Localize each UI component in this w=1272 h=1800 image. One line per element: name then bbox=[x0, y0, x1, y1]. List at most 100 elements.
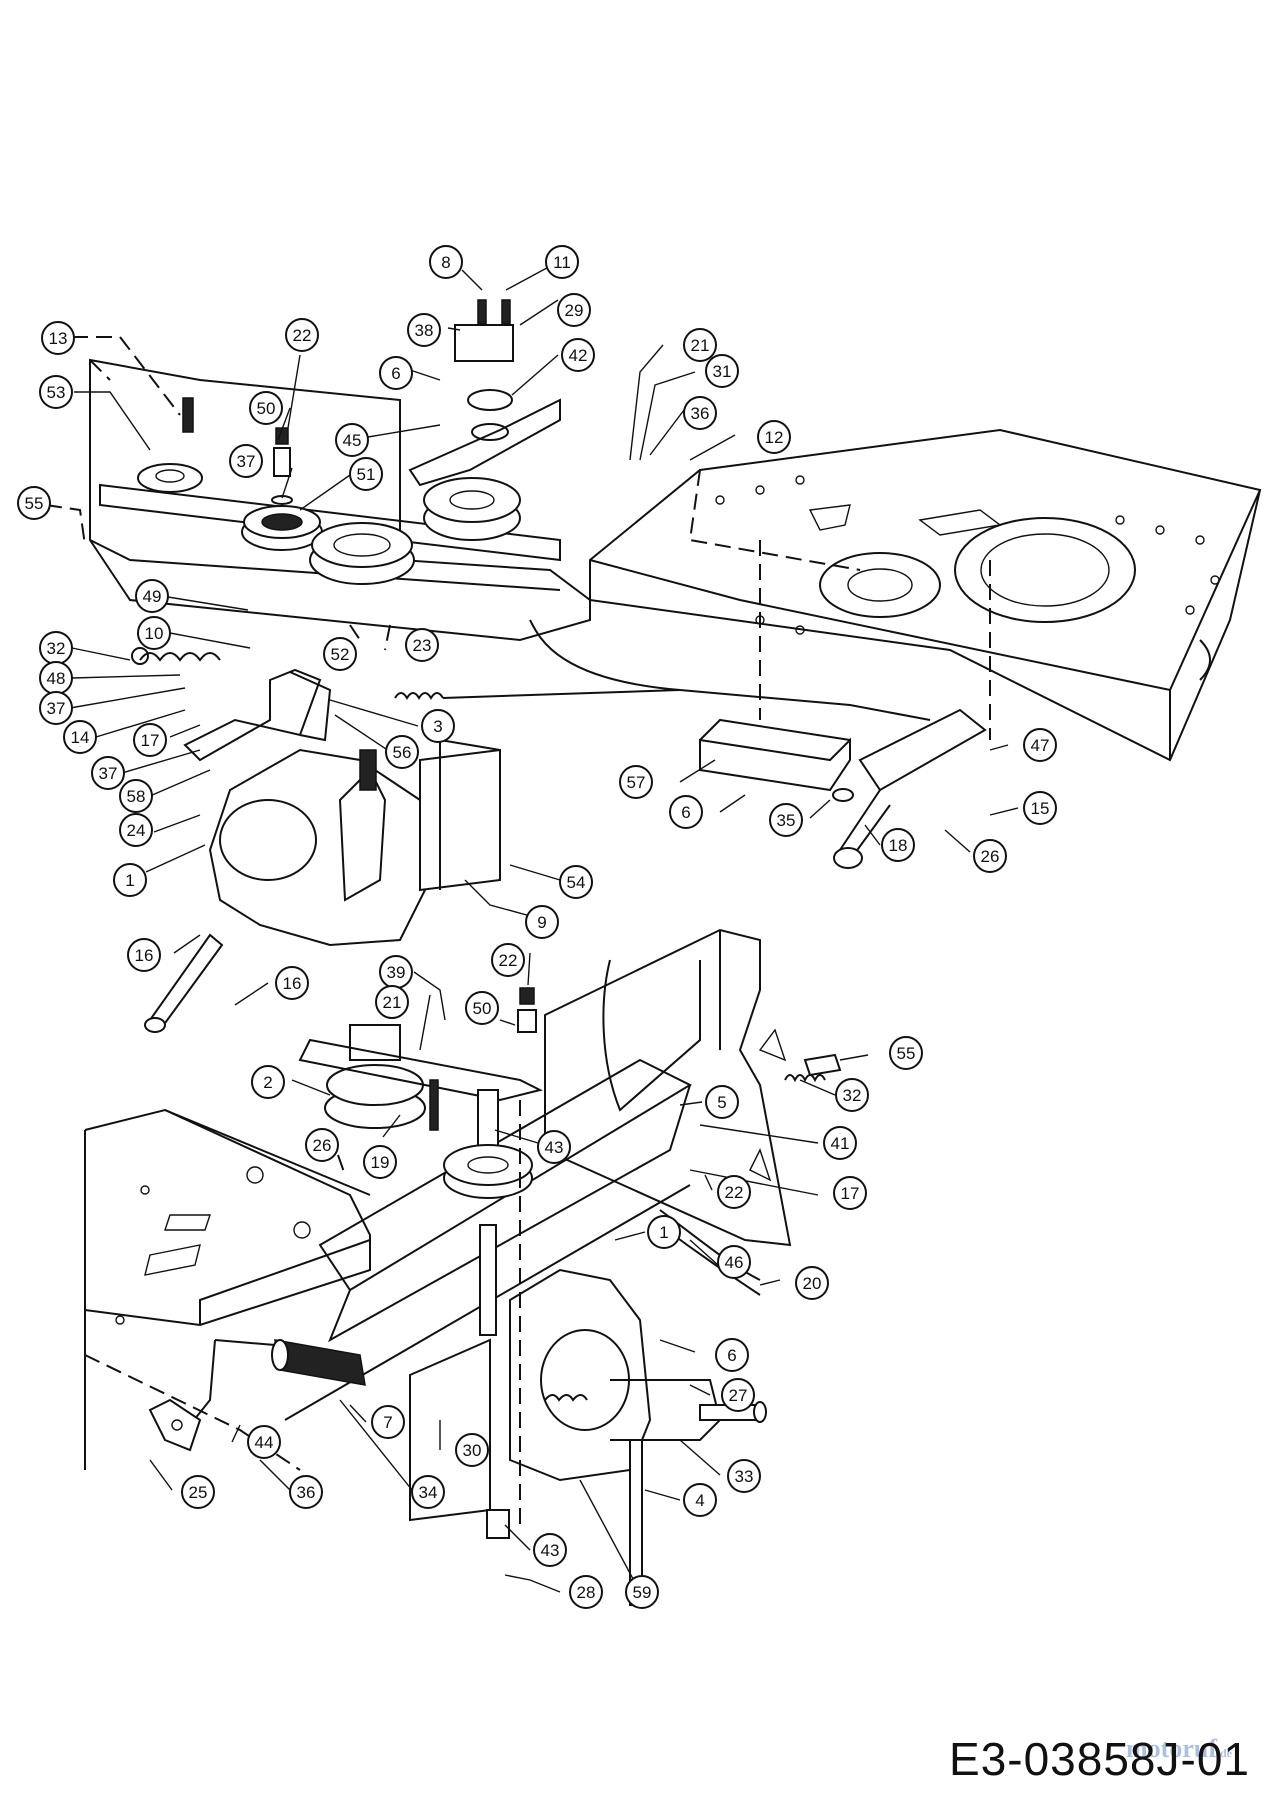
callout-circle bbox=[323, 637, 357, 671]
callout-circle bbox=[407, 313, 441, 347]
callout-circle bbox=[757, 420, 791, 454]
callout-c-6a: 6 bbox=[379, 356, 413, 390]
callout-c-58: 58 bbox=[119, 779, 153, 813]
callout-c-38: 38 bbox=[407, 313, 441, 347]
callout-c-10: 10 bbox=[137, 616, 171, 650]
callout-c-55b: 55 bbox=[889, 1036, 923, 1070]
callout-circle bbox=[1023, 791, 1057, 825]
callout-c-32b: 32 bbox=[835, 1078, 869, 1112]
callout-label: 16 bbox=[135, 946, 154, 965]
callout-circle bbox=[349, 457, 383, 491]
callout-circle bbox=[385, 735, 419, 769]
callout-circle bbox=[305, 1128, 339, 1162]
callout-c-53: 53 bbox=[39, 375, 73, 409]
side-plate-lower bbox=[544, 928, 792, 1247]
callout-circle bbox=[683, 1483, 717, 1517]
callout-c-35: 35 bbox=[769, 803, 803, 837]
callout-c-14: 14 bbox=[63, 720, 97, 754]
callout-c-2: 2 bbox=[251, 1065, 285, 1099]
pulley-2 bbox=[324, 1024, 426, 1129]
callout-label: 12 bbox=[765, 428, 784, 447]
callout-label: 45 bbox=[343, 431, 362, 450]
callout-c-26b: 26 bbox=[305, 1128, 339, 1162]
callout-c-39: 39 bbox=[379, 955, 413, 989]
callout-label: 9 bbox=[537, 913, 546, 932]
callout-c-25: 25 bbox=[181, 1475, 215, 1509]
leader-lines-upper bbox=[45, 262, 1019, 1006]
callout-circle bbox=[683, 396, 717, 430]
callout-c-11: 11 bbox=[545, 245, 579, 279]
callout-label: 37 bbox=[99, 764, 118, 783]
callout-label: 18 bbox=[889, 836, 908, 855]
callout-circle bbox=[411, 1475, 445, 1509]
callout-circle bbox=[973, 839, 1007, 873]
callout-circle bbox=[429, 245, 463, 279]
callout-c-59: 59 bbox=[625, 1575, 659, 1609]
callout-label: 32 bbox=[843, 1086, 862, 1105]
callout-c-57: 57 bbox=[619, 765, 653, 799]
pulley-52 bbox=[309, 522, 415, 585]
callout-circle bbox=[363, 1145, 397, 1179]
callout-circle bbox=[137, 616, 171, 650]
callout-label: 32 bbox=[47, 639, 66, 658]
spring-32-upper bbox=[131, 647, 221, 665]
callout-circle bbox=[335, 423, 369, 457]
callout-label: 6 bbox=[681, 803, 690, 822]
idler-arm-lower bbox=[298, 1038, 543, 1131]
callout-c-1b: 1 bbox=[647, 1215, 681, 1249]
callout-label: 1 bbox=[659, 1223, 668, 1242]
callout-c-45: 45 bbox=[335, 423, 369, 457]
callout-circle bbox=[715, 1338, 749, 1372]
callout-circle bbox=[285, 318, 319, 352]
transmission-lower bbox=[409, 1268, 767, 1606]
callout-c-15: 15 bbox=[1023, 791, 1057, 825]
callout-label: 10 bbox=[145, 624, 164, 643]
callout-c-17a: 17 bbox=[133, 723, 167, 757]
callout-circle bbox=[251, 1065, 285, 1099]
callout-label: 2 bbox=[263, 1073, 272, 1092]
callout-c-12: 12 bbox=[757, 420, 791, 454]
callout-label: 26 bbox=[981, 847, 1000, 866]
callout-label: 41 bbox=[831, 1134, 850, 1153]
callout-c-22a: 22 bbox=[285, 318, 319, 352]
callout-label: 55 bbox=[897, 1044, 916, 1063]
callout-label: 42 bbox=[569, 346, 588, 365]
callout-circle bbox=[119, 813, 153, 847]
callout-circle bbox=[421, 709, 455, 743]
callout-c-30: 30 bbox=[455, 1433, 489, 1467]
callout-label: 20 bbox=[803, 1274, 822, 1293]
callout-circle bbox=[249, 391, 283, 425]
callout-label: 1 bbox=[125, 871, 134, 890]
transmission-upper bbox=[144, 739, 501, 1033]
spring-32-lower bbox=[784, 1053, 842, 1083]
callout-label: 22 bbox=[499, 951, 518, 970]
leader-lines-lower bbox=[149, 952, 869, 1593]
watermark-logo: motoruf.de bbox=[1126, 1734, 1232, 1764]
callout-c-51: 51 bbox=[349, 457, 383, 491]
callout-label: 51 bbox=[357, 465, 376, 484]
pedal-grip-34 bbox=[189, 1339, 366, 1426]
callout-label: 26 bbox=[313, 1136, 332, 1155]
callout-c-55a: 55 bbox=[17, 486, 51, 520]
callout-circle bbox=[823, 1126, 857, 1160]
callout-circle bbox=[525, 905, 559, 939]
spacers-50-37 bbox=[271, 427, 293, 505]
pulley-main-lower bbox=[443, 1089, 533, 1336]
callout-circle bbox=[405, 628, 439, 662]
callout-c-9: 9 bbox=[525, 905, 559, 939]
callout-circle bbox=[561, 338, 595, 372]
callout-c-41: 41 bbox=[823, 1126, 857, 1160]
callout-c-27: 27 bbox=[721, 1378, 755, 1412]
callout-label: 48 bbox=[47, 669, 66, 688]
callout-c-16b: 16 bbox=[275, 966, 309, 1000]
callout-circle bbox=[717, 1245, 751, 1279]
callout-circle bbox=[569, 1575, 603, 1609]
callout-label: 52 bbox=[331, 645, 350, 664]
callout-circle bbox=[1023, 728, 1057, 762]
callout-label: 6 bbox=[391, 364, 400, 383]
callout-circle bbox=[17, 486, 51, 520]
watermark-suffix: .de bbox=[1217, 1746, 1232, 1760]
bracket-58-56 bbox=[183, 668, 332, 762]
callout-label: 11 bbox=[553, 253, 571, 272]
